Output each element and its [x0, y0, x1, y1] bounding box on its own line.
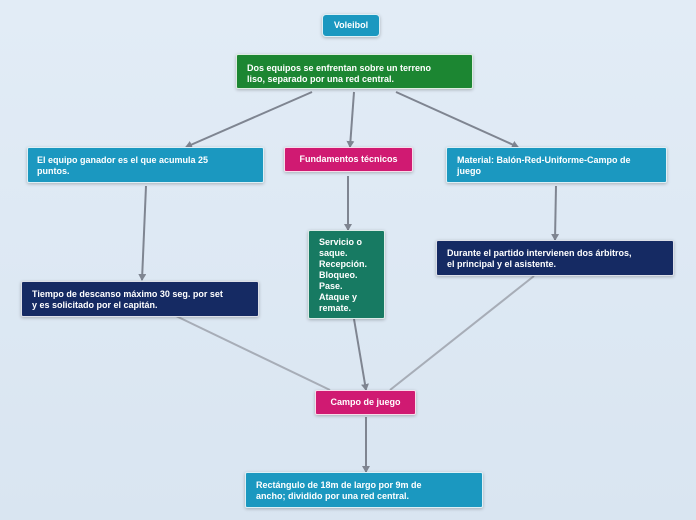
- node-fundamentals[interactable]: Fundamentos técnicos: [284, 147, 413, 172]
- node-fundamentals-list[interactable]: Servicio o saque. Recepción. Bloqueo. Pa…: [308, 230, 385, 319]
- node-winner[interactable]: El equipo ganador es el que acumula 25 p…: [27, 147, 264, 183]
- connector-definition-winner: [185, 91, 313, 149]
- node-timeout[interactable]: Tiempo de descanso máximo 30 seg. por se…: [21, 281, 259, 317]
- connector-material-referees: [551, 185, 560, 241]
- node-material[interactable]: Material: Balón-Red-Uniforme-Campo de ju…: [446, 147, 667, 183]
- node-definition[interactable]: Dos equipos se enfrentan sobre un terren…: [236, 54, 473, 89]
- connector-referees-field: [389, 275, 535, 391]
- node-referees[interactable]: Durante el partido intervienen dos árbit…: [436, 240, 674, 276]
- node-field[interactable]: Campo de juego: [315, 390, 416, 415]
- node-root[interactable]: Voleibol: [322, 14, 380, 37]
- connector-definition-material: [395, 91, 519, 149]
- connector-timeout-field: [175, 315, 331, 391]
- node-field-desc[interactable]: Rectángulo de 18m de largo por 9m de anc…: [245, 472, 483, 508]
- connector-list-field: [353, 318, 369, 391]
- connector-winner-timeout: [138, 185, 147, 281]
- connector-definition-fundamentals: [346, 91, 355, 148]
